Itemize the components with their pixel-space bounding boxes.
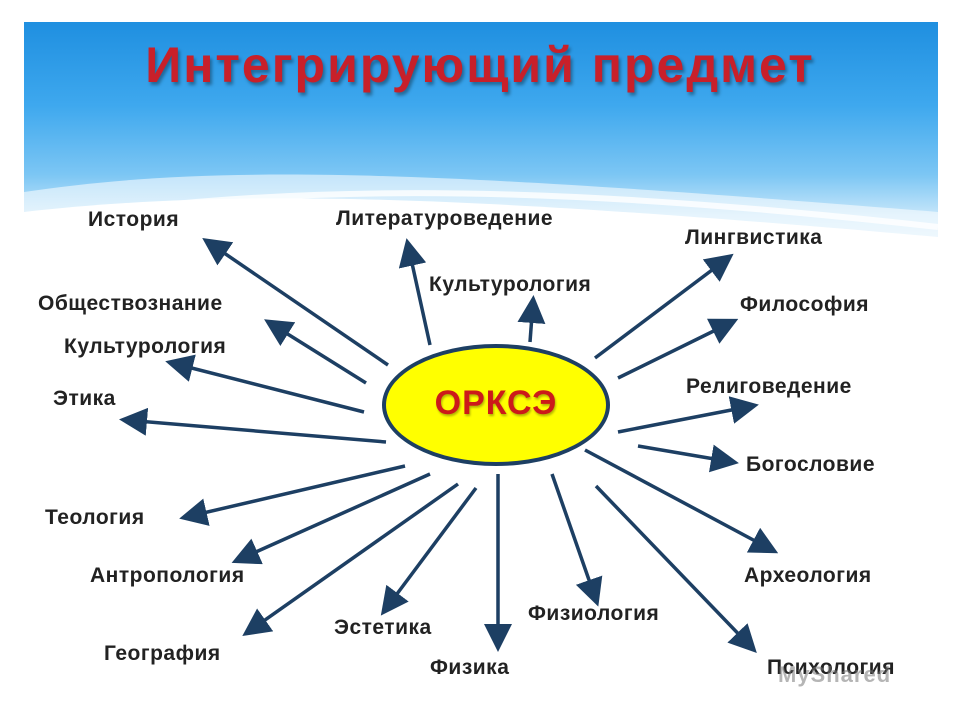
arrow-obshchestvoznanie	[264, 319, 367, 385]
arrow-geografiya	[242, 482, 460, 637]
subject-etika: Этика	[53, 387, 116, 410]
subject-lingvistika: Лингвистика	[685, 226, 823, 249]
subject-obshchestvoznanie: Обществознание	[38, 292, 223, 315]
subject-fizika: Физика	[430, 656, 510, 679]
center-label: ОРКСЭ	[434, 384, 558, 422]
subject-bogoslovie: Богословие	[746, 453, 876, 476]
subject-antropologiya: Антропология	[90, 564, 245, 587]
subject-religovedenie: Религоведение	[686, 375, 852, 398]
subject-fiziologiya: Физиология	[528, 602, 660, 625]
arrow-psikhologiya	[594, 484, 757, 654]
arrow-lingvistika	[593, 253, 734, 360]
arrow-literaturovedenie	[398, 238, 432, 346]
subject-kulturologiya-top: Культурология	[429, 273, 592, 296]
subject-literaturovedenie: Литературоведение	[336, 207, 554, 230]
subject-filosofiya: Философия	[740, 293, 869, 316]
slide-title: Интегрирующий предмет	[145, 37, 815, 93]
subject-geografiya: География	[104, 642, 221, 665]
arrow-teologiya	[179, 464, 406, 526]
arrow-estetika	[380, 486, 478, 616]
watermark-logo: MyShared	[778, 662, 892, 687]
subject-psikhologiya: Психология	[767, 656, 895, 679]
subject-arkheologiya: Археология	[744, 564, 872, 587]
arrow-filosofiya	[617, 318, 739, 380]
arrow-antropologiya	[231, 472, 431, 565]
subject-teologiya: Теология	[45, 506, 145, 529]
subject-kulturologiya-left: Культурология	[64, 335, 227, 358]
arrow-religovedenie	[617, 396, 759, 434]
arrow-arkheologiya	[584, 448, 779, 554]
arrow-etika	[119, 407, 387, 444]
arrow-kulturologiya-top	[517, 295, 546, 343]
arrow-bogoslovie	[637, 444, 739, 473]
arrow-kulturologiya-left	[165, 354, 365, 414]
arrow-fiziologiya	[550, 473, 603, 607]
arrow-istoriya	[202, 238, 389, 367]
center-oval	[382, 344, 610, 466]
subject-istoriya: История	[88, 208, 180, 231]
subject-estetika: Эстетика	[334, 616, 432, 639]
